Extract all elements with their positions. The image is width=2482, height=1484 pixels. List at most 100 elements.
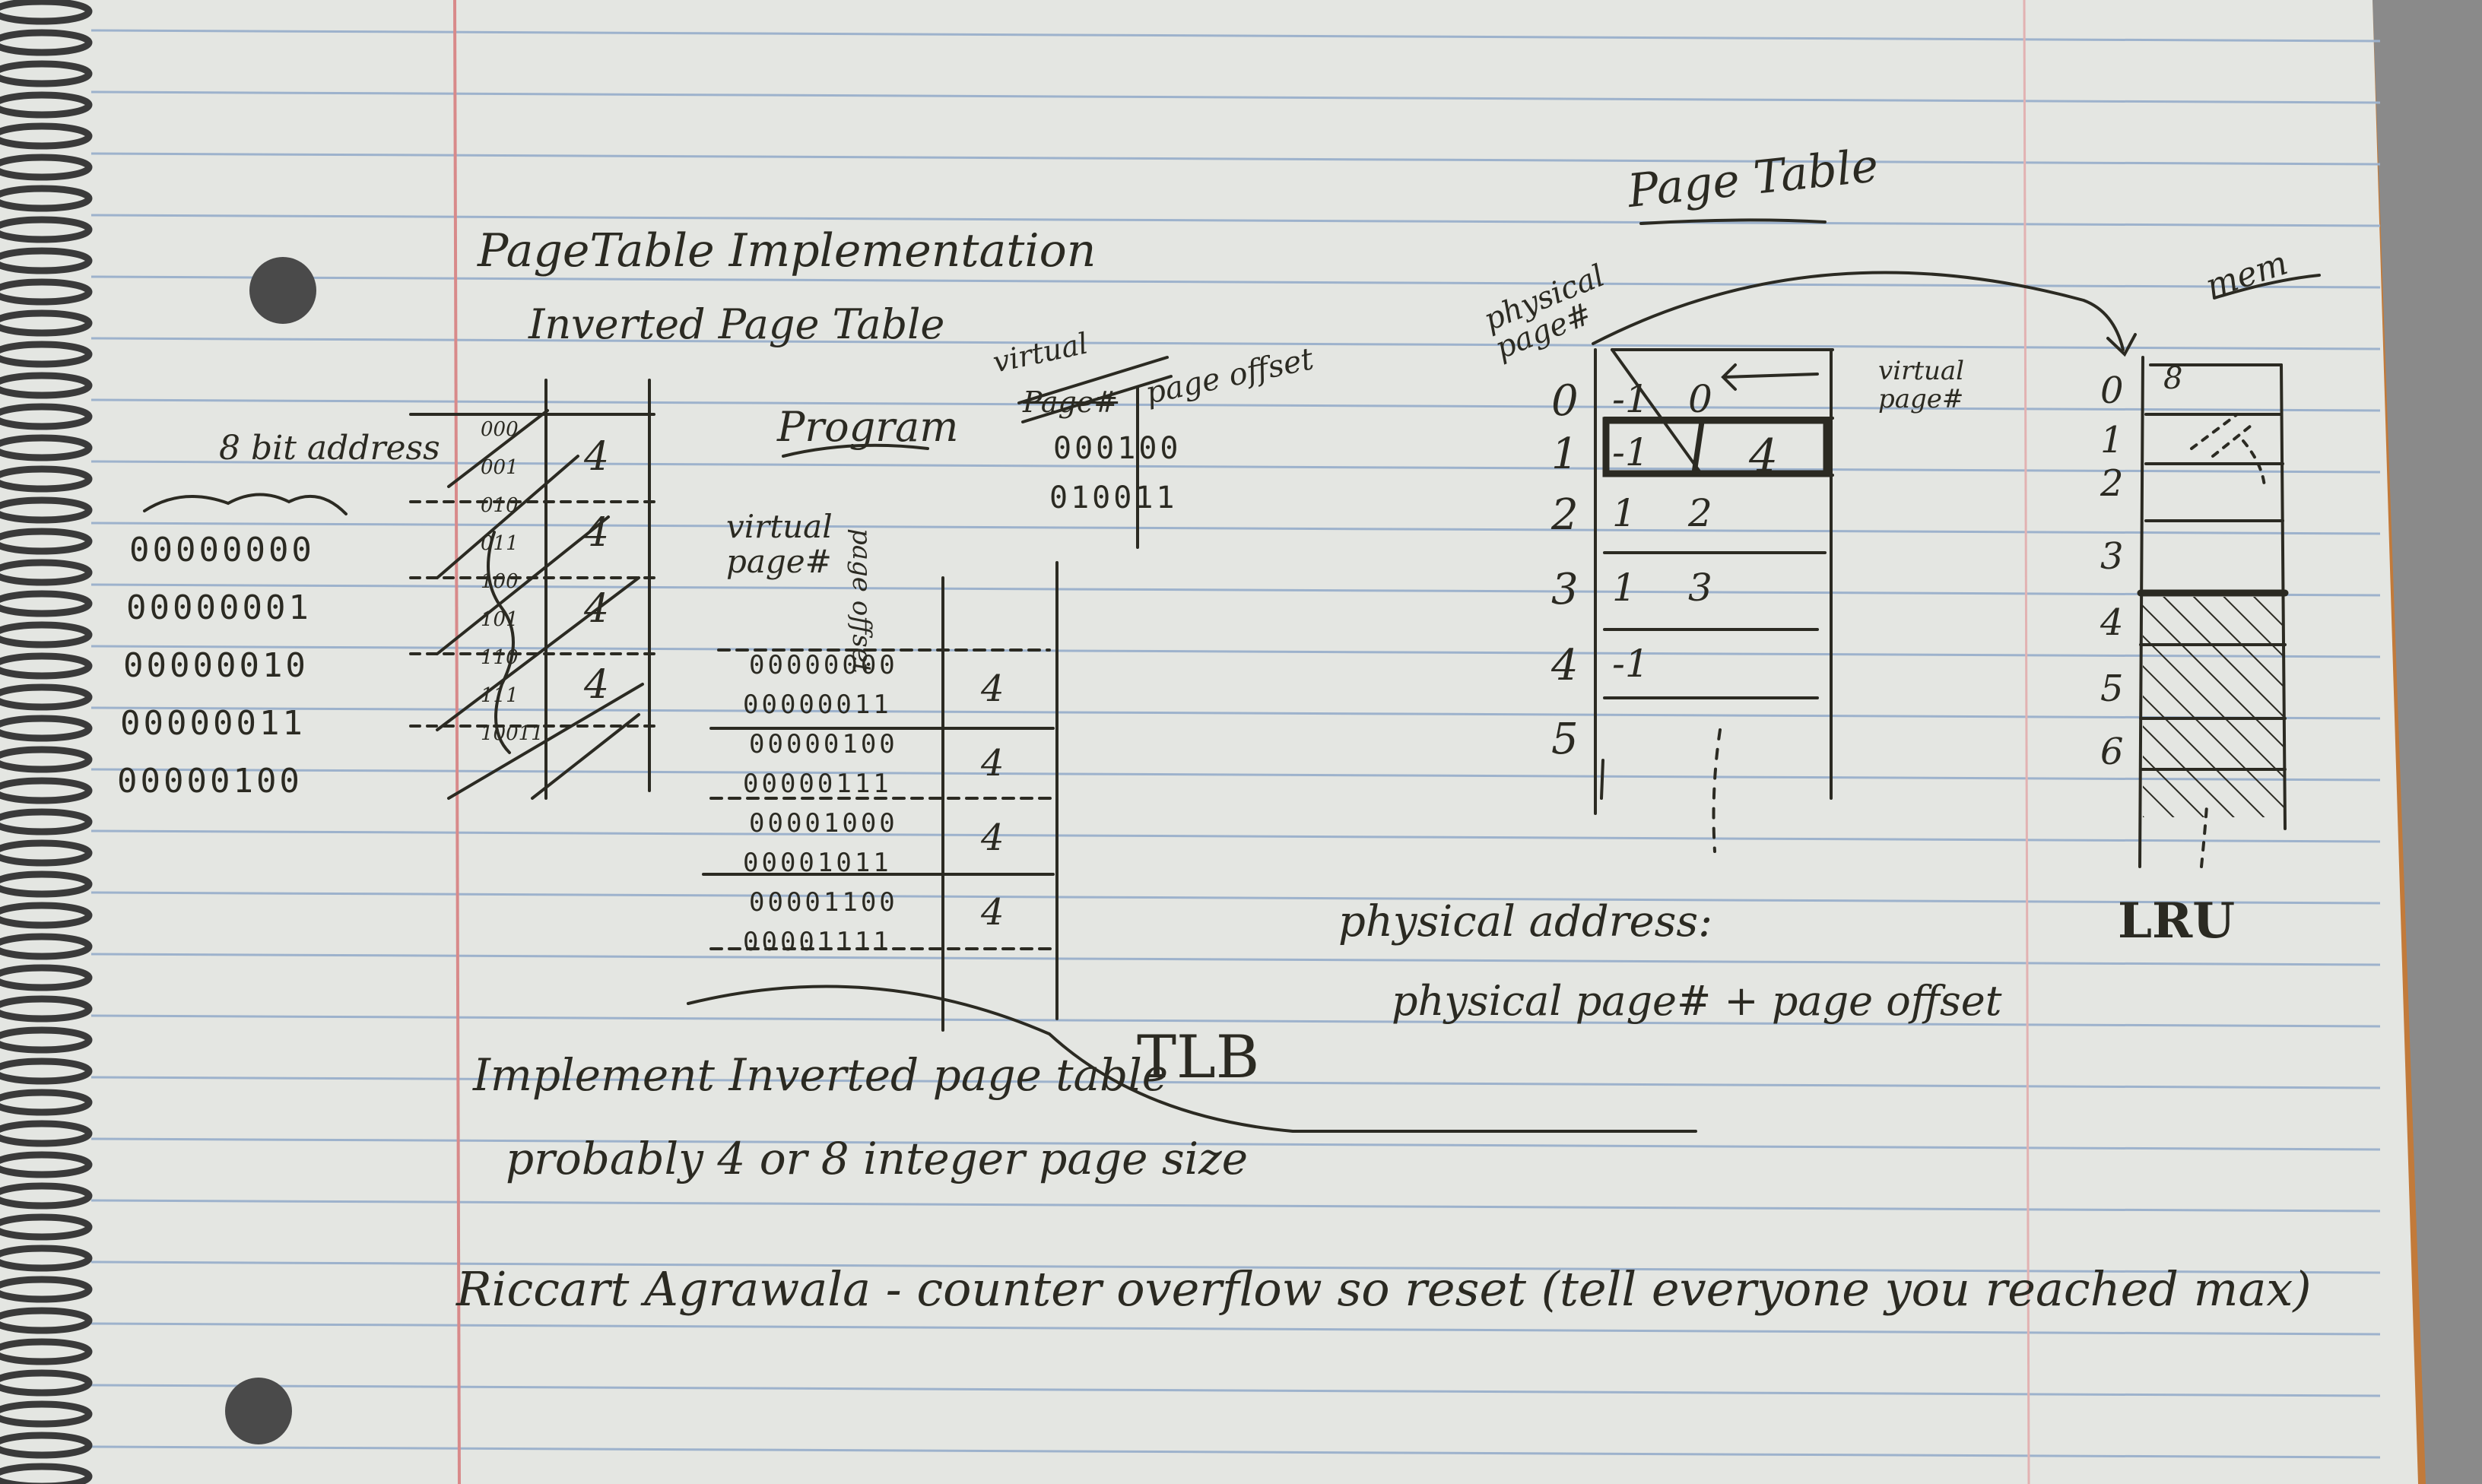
address-row: 00000000: [129, 531, 315, 569]
spiral-ring: [0, 1120, 93, 1147]
memory-hatched-region: [2143, 597, 2284, 817]
program-virtual-page-label: virtual page#: [726, 508, 833, 581]
spiral-ring: [0, 1463, 93, 1484]
page-table-entry-a: -1: [1612, 430, 1649, 474]
inverted-table-vpn: 100: [481, 570, 519, 593]
page-table-index: 3: [1551, 565, 1579, 614]
spiral-ring: [0, 777, 93, 804]
inverted-table-vpn: 110: [481, 646, 519, 669]
memory-index: 2: [2100, 462, 2124, 505]
spiral-ring: [0, 746, 93, 773]
spiral-ring: [0, 933, 93, 960]
spiral-ring: [0, 590, 93, 617]
page-table-index: 0: [1551, 376, 1579, 426]
subtitle-inverted-page-table: Inverted Page Table: [528, 300, 945, 348]
page-table-entry-b: 4: [1749, 430, 1779, 483]
program-offset-value: 4: [981, 891, 1005, 934]
spiral-ring: [0, 122, 93, 150]
program-title: Program: [777, 403, 959, 451]
address-row: 00000100: [117, 762, 303, 801]
spiral-ring: [0, 1432, 93, 1459]
spiral-ring: [0, 0, 93, 25]
spiral-ring: [0, 1151, 93, 1178]
page-table-index: 2: [1551, 490, 1579, 540]
page-table-entry-a: -1: [1612, 642, 1649, 686]
page-table-entry-b: 2: [1688, 491, 1712, 535]
note-ricart-agrawala: Riccart Agrawala - counter overflow so r…: [456, 1261, 2312, 1317]
tlb-label: TLB: [1137, 1023, 1260, 1092]
spiral-ring: [0, 403, 93, 430]
vpo-struck-label: Page#: [1023, 385, 1119, 419]
spiral-ring: [0, 29, 93, 56]
inverted-table-value: 4: [584, 586, 610, 632]
spiral-ring: [0, 808, 93, 836]
spiral-ring: [0, 1307, 93, 1334]
inverted-table-vpn: 011: [481, 532, 519, 555]
program-offset-value: 4: [981, 742, 1005, 785]
spiral-ring: [0, 902, 93, 929]
inverted-table-value: 4: [584, 662, 610, 708]
program-address-row: 00000100: [749, 729, 898, 759]
page-table-entry-b: 3: [1688, 566, 1712, 610]
label-8-bit-address: 8 bit address: [219, 429, 440, 468]
program-offset-value: 4: [981, 667, 1005, 710]
spiral-ring: [0, 621, 93, 648]
spiral-ring: [0, 341, 93, 368]
page-table-entry-a: 1: [1612, 491, 1636, 535]
spiral-ring: [0, 559, 93, 586]
physical-address-formula: physical page# + page offset: [1392, 977, 2002, 1025]
spiral-ring: [0, 247, 93, 274]
page-table-index: 5: [1551, 715, 1579, 764]
spiral-ring: [0, 1400, 93, 1428]
memory-index: 1: [2100, 419, 2124, 461]
spiral-ring: [0, 995, 93, 1023]
lru-label: LRU: [2118, 893, 2235, 950]
memory-index: 5: [2100, 667, 2124, 710]
page-table-entry-b: 0: [1688, 377, 1712, 421]
inverted-table-drawing: [409, 379, 655, 800]
vpo-row-1: 000100: [1053, 431, 1182, 466]
spiral-ring: [0, 1213, 93, 1241]
spiral-ring: [0, 528, 93, 555]
memory-index: 3: [2100, 535, 2124, 578]
spiral-ring: [0, 278, 93, 306]
inverted-table-vpn: 10011: [481, 722, 544, 745]
spiral-ring: [0, 964, 93, 991]
page-table-entry-a: 1: [1612, 566, 1636, 610]
spiral-ring: [0, 496, 93, 524]
spiral-ring: [0, 372, 93, 399]
program-address-row: 00000000: [749, 650, 898, 680]
note-page-size: probably 4 or 8 integer page size: [506, 1133, 1249, 1184]
address-brace: [143, 493, 348, 515]
spiral-ring: [0, 839, 93, 867]
memory-index: 6: [2100, 731, 2124, 773]
spiral-ring: [0, 1276, 93, 1303]
program-address-row: 00001111: [743, 927, 892, 957]
spiral-ring: [0, 652, 93, 680]
spiral-ring: [0, 1369, 93, 1397]
margin-line: [453, 0, 461, 1484]
punch-hole-top: [249, 257, 316, 324]
spiral-ring: [0, 1182, 93, 1210]
page-table-index: 1: [1551, 430, 1579, 479]
inverted-table-value: 4: [584, 434, 610, 480]
note-implement: Implement Inverted page table: [473, 1049, 1169, 1101]
inverted-table-value: 4: [584, 510, 610, 556]
spiral-ring: [0, 683, 93, 711]
spiral-ring: [0, 216, 93, 243]
memory-first-entry: 8: [2163, 361, 2183, 396]
virtual-page-label: virtual page#: [1878, 356, 1965, 415]
spiral-ring: [0, 1058, 93, 1085]
spiral-ring: [0, 465, 93, 493]
spiral-ring: [0, 1338, 93, 1365]
program-address-row: 00001000: [749, 808, 898, 839]
spiral-ring: [0, 870, 93, 898]
physical-address-heading: physical address:: [1338, 897, 1712, 947]
inverted-table-vpn: 000: [481, 418, 519, 441]
punch-hole-bottom: [225, 1378, 292, 1444]
spiral-ring: [0, 715, 93, 742]
spiral-ring: [0, 185, 93, 212]
vpo-drawing: [1017, 356, 1173, 549]
